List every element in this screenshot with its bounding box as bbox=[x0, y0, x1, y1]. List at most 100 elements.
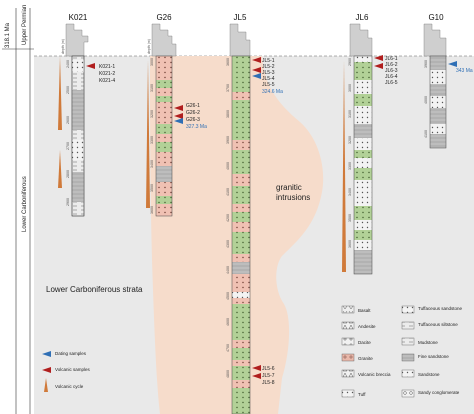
sample-label: JL6-5 bbox=[385, 80, 398, 86]
legend-label: Basalt bbox=[358, 308, 371, 313]
column-caps bbox=[65, 23, 447, 57]
sample-label: JL6-4 bbox=[385, 74, 398, 80]
lithology-legend: Basalt Andesite Dacite Granite Volcanic … bbox=[341, 305, 463, 398]
legend-markers: Dating samples Volcanic samples Volcanic… bbox=[42, 351, 91, 392]
legend-swatch-sand bbox=[401, 369, 415, 378]
sample-marker bbox=[174, 113, 183, 119]
well-name-g26: G26 bbox=[156, 13, 172, 22]
depth-tick: 3500 bbox=[348, 214, 352, 222]
well-name-k021: K021 bbox=[69, 13, 88, 22]
legend-swatch-basalt bbox=[341, 305, 355, 314]
column-g10: 3900 4000 4100 343 Ma bbox=[424, 55, 473, 149]
age-annotation: 327.3 Ma bbox=[186, 124, 207, 130]
depth-tick: 3000 bbox=[150, 58, 154, 66]
depth-tick: 3000 bbox=[348, 84, 352, 92]
depth-tick: 4100 bbox=[226, 188, 230, 196]
column-k021: 2400 2500 2600 2700 2800 2900 K021-1 K02… bbox=[58, 55, 115, 217]
legend-label: Sandy conglomerate bbox=[418, 390, 460, 395]
depth-tick: 3100 bbox=[348, 110, 352, 118]
volcanic-cycle-marker bbox=[58, 56, 62, 130]
age-annotation: 343 Ma bbox=[456, 68, 473, 74]
legend-label: Fine sandstone bbox=[418, 354, 449, 359]
depth-tick: 4400 bbox=[226, 266, 230, 274]
column-jl6: 2900 3000 3100 3200 3300 3400 3500 3600 … bbox=[342, 55, 398, 275]
legend-swatch-andesite bbox=[341, 321, 355, 330]
depth-tick: 2600 bbox=[66, 116, 70, 124]
dating-marker bbox=[252, 73, 261, 79]
volcanic-cycle-icon bbox=[44, 378, 48, 392]
volcanic-samples-icon bbox=[42, 367, 51, 373]
legend-swatch-vbreccia bbox=[341, 369, 355, 378]
sample-label: G26-1 bbox=[186, 103, 200, 109]
strata-label: Lower Carboniferous strata bbox=[46, 285, 143, 294]
depth-tick: 3200 bbox=[150, 110, 154, 118]
dating-marker bbox=[448, 61, 457, 67]
legend-label: Tuff bbox=[358, 392, 366, 397]
volcanic-cycle-marker bbox=[146, 60, 150, 208]
age-annotation: 324.6 Ma bbox=[262, 89, 283, 95]
legend-label: Andesite bbox=[358, 324, 376, 329]
depth-tick: 3300 bbox=[348, 162, 352, 170]
well-name-jl6: JL6 bbox=[356, 13, 369, 22]
sample-label: JL5-8 bbox=[262, 380, 275, 386]
depth-tick: 3400 bbox=[348, 188, 352, 196]
depth-tick: 3600 bbox=[348, 240, 352, 248]
depth-tick: 3600 bbox=[226, 58, 230, 66]
period-upper-permian: Upper Permian bbox=[22, 5, 28, 45]
depth-tick: 4100 bbox=[424, 130, 428, 138]
well-name-jl5: JL5 bbox=[234, 13, 247, 22]
volcanic-cycle-marker bbox=[342, 60, 346, 272]
sample-label: K021-2 bbox=[99, 71, 115, 77]
column-g26: 3000 3100 3200 3300 3400 3500 3600 G26-1… bbox=[146, 55, 207, 217]
legend-label: Volcanic breccia bbox=[358, 372, 391, 377]
depth-tick: 2900 bbox=[348, 58, 352, 66]
depth-ticks-jl6: 2900 3000 3100 3200 3300 3400 3500 3600 bbox=[348, 58, 352, 248]
depth-tick: 2400 bbox=[66, 60, 70, 68]
sample-marker bbox=[252, 365, 261, 371]
age-label: 318.1 Ma bbox=[5, 22, 11, 48]
depth-tick: 4200 bbox=[226, 214, 230, 222]
depth-tick: 3100 bbox=[150, 84, 154, 92]
depth-tick: 3200 bbox=[348, 136, 352, 144]
depth-tick: 3900 bbox=[424, 60, 428, 68]
sample-marker bbox=[174, 105, 183, 111]
depth-tick: 3300 bbox=[150, 136, 154, 144]
legend-swatch-mud bbox=[401, 337, 415, 346]
depth-tick: 2800 bbox=[66, 170, 70, 178]
sample-label: G26-3 bbox=[186, 117, 200, 123]
legend-label: Tuffaceous sandstone bbox=[418, 306, 463, 311]
column-jl5: 3600 3700 3800 3900 4000 4100 4200 4300 … bbox=[226, 55, 283, 414]
depth-tick: 4300 bbox=[226, 240, 230, 248]
legend-swatch-tsilt bbox=[401, 321, 415, 330]
dating-samples-icon bbox=[42, 351, 51, 357]
sample-label: JL6-3 bbox=[385, 68, 398, 74]
depth-tick: 3500 bbox=[150, 184, 154, 192]
legend-swatch-conglo bbox=[401, 389, 415, 398]
legend-label: Granite bbox=[358, 356, 373, 361]
intrusion-label: granitic bbox=[276, 183, 302, 192]
depth-tick: 4700 bbox=[226, 344, 230, 352]
legend-swatch-tuff bbox=[341, 389, 355, 398]
legend-label: Sandstone bbox=[418, 372, 440, 377]
sample-label: K021-1 bbox=[99, 64, 115, 70]
depth-tick: 2900 bbox=[66, 198, 70, 206]
legend-label: Tuffaceous siltstone bbox=[418, 322, 458, 327]
depth-tick: 4000 bbox=[226, 162, 230, 170]
sample-marker bbox=[86, 63, 95, 69]
depth-tick: 4600 bbox=[226, 318, 230, 326]
depth-tick: 4500 bbox=[226, 292, 230, 300]
depth-tick: 2700 bbox=[66, 142, 70, 150]
legend-label: Dacite bbox=[358, 340, 371, 345]
legend-swatch-tsand bbox=[401, 305, 415, 314]
depth-tick: 3700 bbox=[226, 84, 230, 92]
well-name-g10: G10 bbox=[428, 13, 444, 22]
legend-swatch-dacite bbox=[341, 337, 355, 346]
sample-label: K021-4 bbox=[99, 78, 115, 84]
depth-ticks-jl5: 3600 3700 3800 3900 4000 4100 4200 4300 … bbox=[226, 58, 230, 378]
depth-tick: 3400 bbox=[150, 160, 154, 168]
volcanic-cycle-marker bbox=[58, 150, 62, 188]
sample-marker bbox=[252, 57, 261, 63]
depth-ticks-k021: 2400 2500 2600 2700 2800 2900 bbox=[66, 60, 70, 206]
sample-label: JL5-7 bbox=[262, 373, 275, 379]
